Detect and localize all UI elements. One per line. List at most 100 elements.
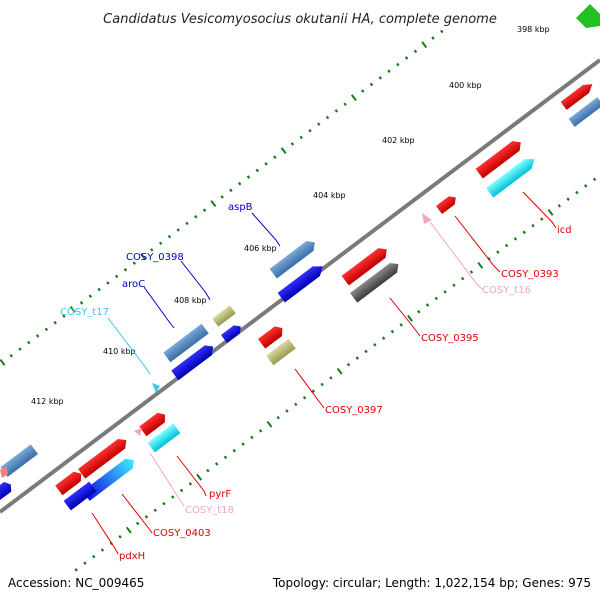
feature-track — [0, 80, 600, 508]
major-tick — [69, 306, 76, 313]
cds-cosy-0393[interactable] — [436, 193, 459, 215]
minor-tick — [396, 62, 400, 67]
cds-icd-red[interactable] — [475, 138, 525, 179]
cds-left-upper-steel[interactable] — [0, 444, 38, 477]
minor-tick — [434, 296, 439, 301]
leader-lines — [91, 191, 557, 555]
cds-cosy-0398[interactable] — [221, 322, 244, 344]
trna-cosy-t16[interactable] — [422, 213, 432, 224]
minor-tick — [364, 349, 368, 354]
minor-tick — [540, 217, 544, 221]
minor-tick — [144, 515, 149, 519]
gene-label-aspb[interactable]: aspB — [228, 202, 253, 213]
major-tick — [266, 420, 273, 428]
cds-left-lower-blue[interactable] — [0, 480, 14, 508]
major-tick — [196, 473, 203, 481]
minor-tick — [460, 276, 465, 281]
cds-cosy-0398-khaki[interactable] — [212, 305, 236, 327]
minor-tick — [150, 248, 154, 252]
cds-aroc-steel[interactable] — [163, 323, 209, 363]
tick-label-398: 398 kbp — [517, 25, 550, 34]
cds-pdxh-red[interactable] — [55, 469, 85, 496]
minor-tick — [83, 561, 87, 565]
minor-tick — [390, 329, 395, 334]
gene-label-icd[interactable]: icd — [557, 225, 572, 236]
minor-tick — [431, 36, 435, 40]
gene-label-aroc[interactable]: aroC — [122, 279, 145, 290]
cds-pdxh[interactable] — [63, 481, 97, 511]
gene-label-cosy-t16[interactable]: COSY_t16 — [482, 285, 531, 296]
minor-tick — [232, 448, 236, 453]
minor-tick — [378, 76, 382, 80]
minor-tick — [276, 415, 280, 420]
cds-cosy-0403-red[interactable] — [78, 435, 130, 479]
cds-cosy-0397-red[interactable] — [258, 323, 286, 349]
cds-cosy-0397[interactable] — [266, 338, 296, 366]
gene-label-cosy-0403[interactable]: COSY_0403 — [153, 528, 211, 539]
minor-tick — [317, 122, 321, 126]
cds-pyrf[interactable] — [147, 423, 181, 453]
minor-tick — [443, 290, 447, 294]
trna-cosy-t17[interactable] — [152, 383, 160, 393]
tick-label-404: 404 kbp — [313, 191, 346, 200]
minor-tick — [241, 442, 245, 446]
cds-far-right-upper[interactable] — [560, 80, 596, 110]
minor-tick — [566, 197, 570, 201]
cds-cosy-0395[interactable] — [341, 245, 391, 286]
cds-aroc[interactable] — [171, 342, 217, 381]
gene-label-cosy-0397[interactable]: COSY_0397 — [325, 405, 383, 416]
minor-tick — [487, 256, 491, 261]
cds-pyrf-red[interactable] — [139, 410, 169, 437]
minor-tick — [329, 376, 333, 380]
major-tick — [210, 200, 217, 207]
trna-cosy-t18[interactable] — [134, 428, 142, 436]
minor-tick — [114, 274, 119, 279]
minor-tick — [325, 115, 330, 120]
minor-tick — [179, 488, 184, 493]
minor-tick — [369, 82, 374, 87]
minor-tick — [346, 362, 351, 367]
minor-tick — [255, 168, 259, 173]
reverse-feature-track — [55, 138, 538, 511]
cds-icd[interactable] — [486, 154, 538, 198]
minor-tick — [153, 508, 157, 513]
minor-tick — [237, 181, 242, 186]
minor-tick — [62, 314, 66, 318]
cds-far-right-lower[interactable] — [568, 97, 600, 127]
gene-label-cosy-0398[interactable]: COSY_0398 — [126, 252, 184, 263]
gene-label-cosy-0393[interactable]: COSY_0393 — [501, 269, 559, 280]
minor-tick — [258, 429, 263, 433]
minor-tick — [123, 267, 128, 272]
minor-tick — [294, 402, 298, 407]
minor-tick — [35, 334, 40, 338]
cds-aspb-steel[interactable] — [269, 238, 319, 279]
gene-label-pdxh[interactable]: pdxH — [119, 551, 145, 562]
minor-tick — [44, 327, 49, 332]
minor-tick — [381, 336, 386, 340]
minor-tick — [522, 230, 526, 235]
minor-tick — [440, 29, 444, 34]
minor-tick — [9, 353, 13, 358]
cds-cosy-0395-gray[interactable] — [350, 259, 402, 303]
position-marker-icon — [576, 4, 600, 28]
gene-label-cosy-0395[interactable]: COSY_0395 — [421, 333, 479, 344]
minor-tick — [320, 382, 324, 387]
minor-tick — [97, 287, 101, 292]
minor-tick — [132, 261, 136, 265]
minor-tick — [496, 250, 500, 254]
minor-tick — [575, 190, 579, 195]
minor-tick — [299, 135, 303, 140]
gene-label-cosy-t18[interactable]: COSY_t18 — [185, 505, 234, 516]
tick-dot-track — [0, 29, 597, 572]
cds-aspb[interactable] — [277, 262, 327, 303]
gene-label-pyrf[interactable]: pyrF — [209, 489, 231, 500]
major-tick — [280, 147, 287, 154]
minor-tick — [387, 69, 391, 73]
gene-labels: icd COSY_0393 COSY_t16 COSY_0395 COSY_03… — [60, 202, 572, 562]
minor-tick — [214, 462, 219, 466]
feature-left-edge — [0, 466, 8, 478]
major-tick — [336, 367, 343, 375]
minor-tick — [246, 175, 251, 179]
gene-label-cosy-t17[interactable]: COSY_t17 — [60, 307, 109, 318]
